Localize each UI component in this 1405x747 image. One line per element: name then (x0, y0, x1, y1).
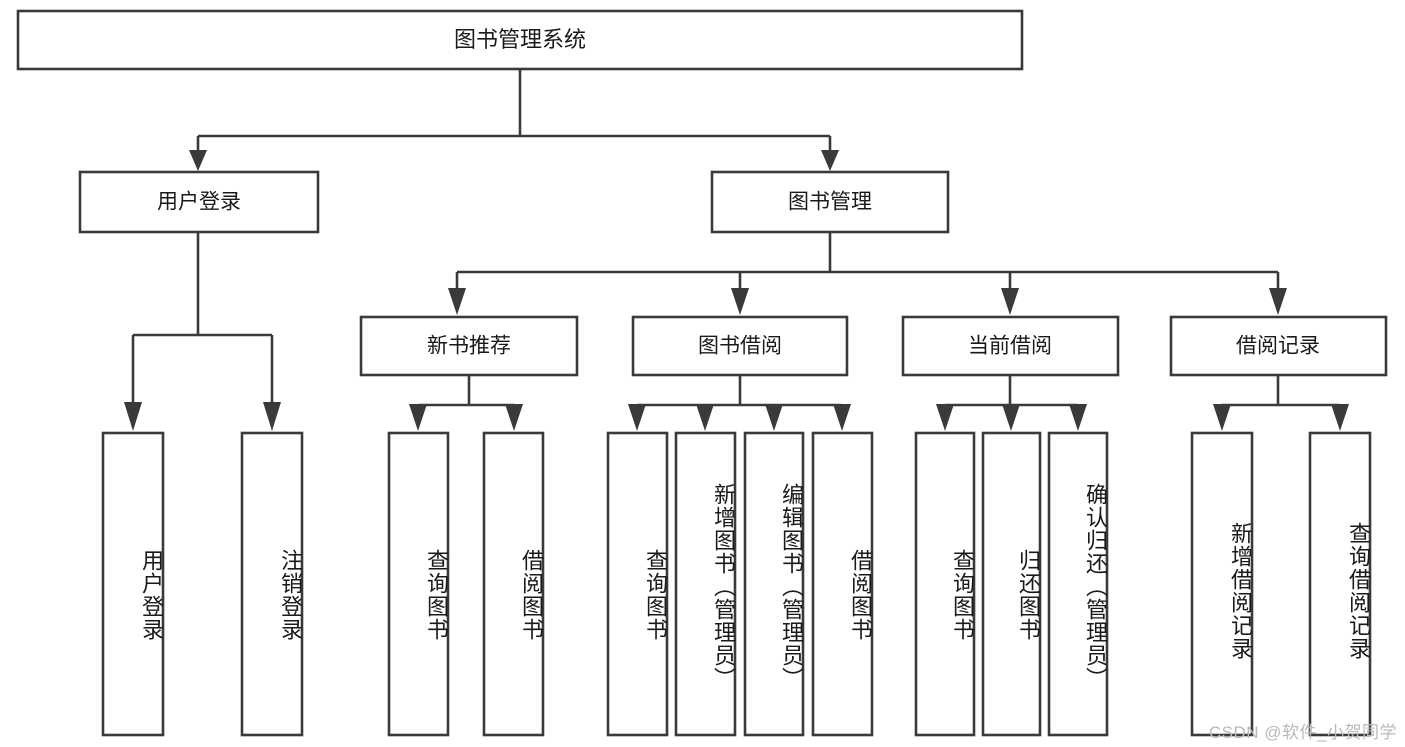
node-current-borrow-label: 当前借阅 (968, 335, 1052, 358)
leaf-add-record-box[interactable] (1190, 431, 1254, 737)
node-book-borrow-box[interactable] (631, 315, 849, 377)
node-book-borrow[interactable]: 图书借阅 (631, 315, 849, 377)
node-book-manage[interactable]: 图书管理 (710, 170, 950, 234)
leaf-borrow-book-2-box[interactable] (811, 431, 874, 737)
arrow-root-to-user-login (189, 150, 207, 171)
node-root[interactable]: 图书管理系统 (16, 9, 1024, 71)
arrow-to-book-borrow (731, 288, 749, 315)
leaf-query-book-3-box[interactable] (914, 431, 976, 737)
arrow-to-leaf-query-record (1331, 404, 1349, 431)
node-current-borrow[interactable]: 当前借阅 (901, 315, 1120, 377)
arrow-to-leaf-query-book-2 (628, 404, 646, 431)
node-book-manage-box[interactable] (710, 170, 950, 234)
arrow-to-new-book-recommend (448, 288, 466, 315)
arrow-to-leaf-logout (263, 402, 281, 431)
arrow-to-leaf-return-book (1002, 404, 1020, 431)
arrow-to-leaf-borrow-book-2 (833, 404, 851, 431)
leaf-user-login-box[interactable] (101, 431, 165, 737)
node-new-book-recommend-box[interactable] (359, 315, 579, 377)
node-borrow-record[interactable]: 借阅记录 (1169, 315, 1388, 377)
leaf-query-book-2-box[interactable] (606, 431, 669, 737)
arrow-to-leaf-user-login (124, 402, 142, 431)
node-user-login-box[interactable] (78, 170, 320, 234)
leaf-edit-book-box[interactable] (743, 431, 805, 737)
leaf-return-book-box[interactable] (981, 431, 1042, 737)
node-new-book-recommend[interactable]: 新书推荐 (359, 315, 579, 377)
watermark-text: CSDN @软件_小贺同学 (1208, 723, 1397, 742)
arrow-to-leaf-add-book (696, 404, 714, 431)
leaf-borrow-book-1-box[interactable] (482, 431, 545, 737)
arrow-to-leaf-query-book-1 (409, 404, 427, 431)
leaf-node-group (101, 431, 1372, 737)
arrow-to-leaf-borrow-book-1 (505, 404, 523, 431)
leaf-confirm-return-box[interactable] (1047, 431, 1109, 737)
leaf-query-record-box[interactable] (1308, 431, 1372, 737)
node-book-manage-label: 图书管理 (788, 191, 872, 214)
arrow-to-leaf-query-book-3 (936, 404, 954, 431)
leaf-logout-box[interactable] (240, 431, 304, 737)
connector-group (124, 69, 1349, 431)
node-root-box[interactable] (16, 9, 1024, 71)
arrow-to-borrow-record (1269, 288, 1287, 315)
arrow-to-leaf-add-record (1213, 404, 1231, 431)
node-new-book-recommend-label: 新书推荐 (427, 335, 511, 358)
arrow-to-leaf-edit-book (765, 404, 783, 431)
node-current-borrow-box[interactable] (901, 315, 1120, 377)
node-borrow-record-label: 借阅记录 (1236, 335, 1320, 358)
node-borrow-record-box[interactable] (1169, 315, 1388, 377)
node-user-login[interactable]: 用户登录 (78, 170, 320, 234)
leaf-add-book-box[interactable] (674, 431, 737, 737)
arrow-root-to-book-manage (821, 150, 839, 171)
node-user-login-label: 用户登录 (157, 191, 241, 214)
arrow-to-leaf-confirm-return (1069, 404, 1087, 431)
arrow-to-current-borrow (1001, 288, 1019, 315)
leaf-query-book-1-box[interactable] (387, 431, 450, 737)
node-root-label: 图书管理系统 (454, 27, 586, 52)
node-book-borrow-label: 图书借阅 (698, 335, 782, 358)
